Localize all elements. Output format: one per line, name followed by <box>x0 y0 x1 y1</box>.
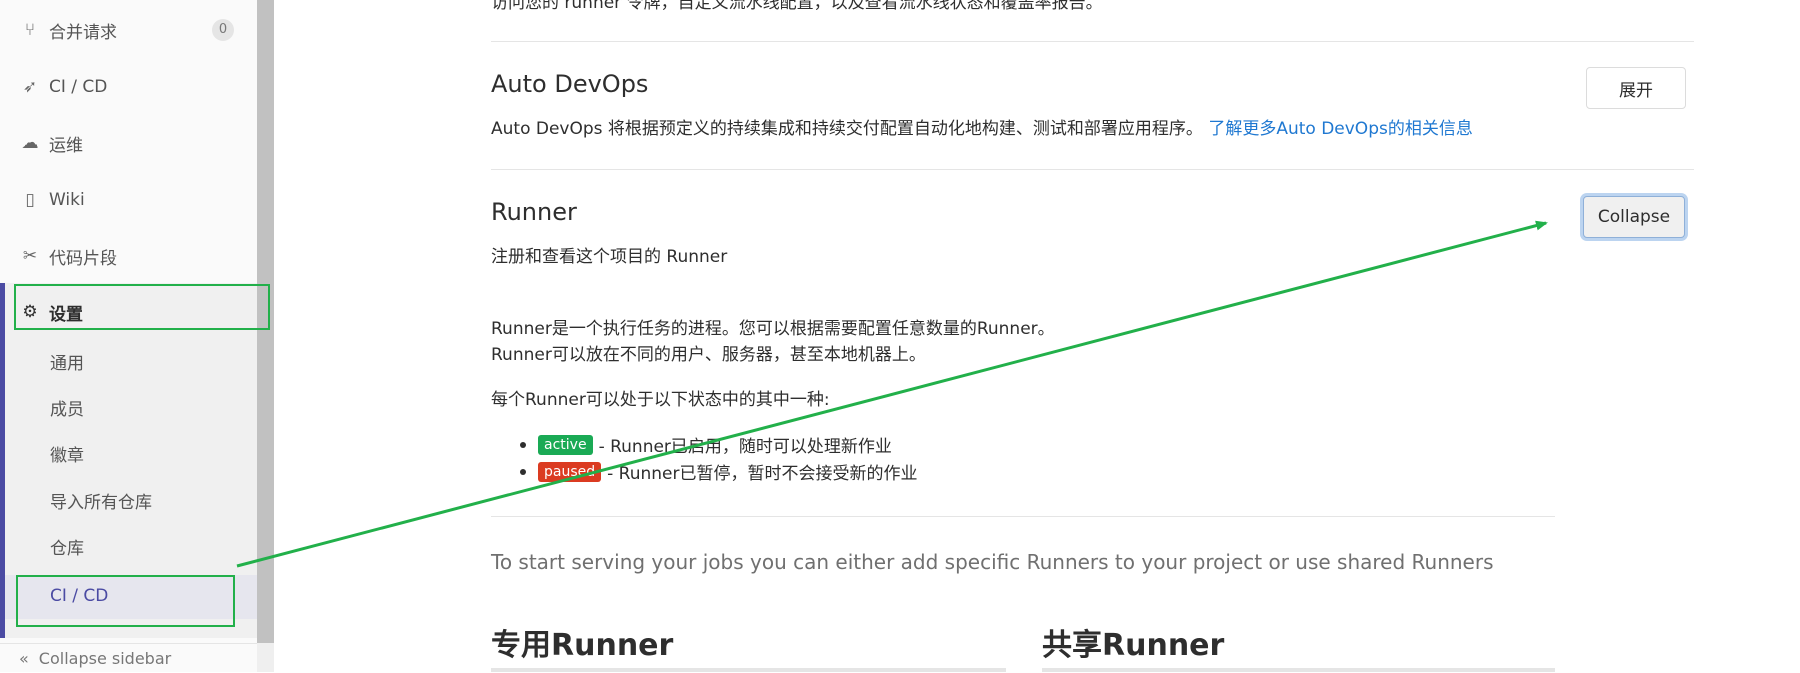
autodevops-learn-more-link[interactable]: 了解更多Auto DevOps的相关信息 <box>1208 119 1473 139</box>
status-list-item-active: active - Runner已启用，随时可以处理新作业 <box>520 432 892 457</box>
sidebar-item-label: 合并请求 <box>49 22 117 43</box>
sidebar-item-label: 设置 <box>49 304 83 325</box>
collapse-sidebar-button[interactable]: « Collapse sidebar <box>0 643 257 673</box>
count-badge: 0 <box>212 19 234 41</box>
sidebar-item-label: CI / CD <box>49 77 108 97</box>
autodevops-description: Auto DevOps 将根据预定义的持续集成和持续交付配置自动化地构建、测试和… <box>491 114 1473 139</box>
sidebar-item-operations[interactable]: ☁ 运维 <box>0 123 257 163</box>
content-divider <box>491 516 1555 517</box>
bullet <box>520 441 526 448</box>
runner-status-intro: 每个Runner可以处于以下状态中的其中一种: <box>491 390 830 410</box>
autodevops-desc-text: Auto DevOps 将根据预定义的持续集成和持续交付配置自动化地构建、测试和… <box>491 119 1203 139</box>
active-indicator <box>0 283 5 638</box>
settings-sub-cicd[interactable]: CI / CD <box>50 586 109 606</box>
sidebar-item-label: 代码片段 <box>49 248 117 269</box>
settings-sub-repository[interactable]: 仓库 <box>50 539 84 559</box>
bullet <box>520 468 526 475</box>
annotation-box-settings <box>14 284 270 330</box>
sidebar-scrollbar-track <box>257 643 274 672</box>
sidebar: ⑂ 合并请求 0 ➶ CI / CD ☁ 运维 ▯ Wiki ✂ 代码片段 ⚙ … <box>0 0 258 672</box>
shared-runners-title: 共享Runner <box>1042 628 1225 663</box>
active-pill: active <box>538 434 593 455</box>
paused-pill: paused <box>538 461 602 482</box>
merge-request-icon: ⑂ <box>24 20 36 40</box>
shared-runners-underline <box>1042 668 1555 672</box>
current-sub-item-bg <box>5 575 257 619</box>
scissors-icon: ✂ <box>22 246 38 266</box>
settings-sub-badges[interactable]: 徽章 <box>50 446 84 466</box>
runner-info-line-2: Runner可以放在不同的用户、服务器，甚至本地机器上。 <box>491 345 926 365</box>
sidebar-item-wiki[interactable]: ▯ Wiki <box>0 180 257 220</box>
sidebar-item-cicd[interactable]: ➶ CI / CD <box>0 67 257 107</box>
serving-instructions: To start serving your jobs you can eithe… <box>491 550 1494 574</box>
status-list-item-paused: paused - Runner已暂停，暂时不会接受新的作业 <box>520 459 918 484</box>
section-divider <box>491 169 1694 170</box>
settings-sub-import-repos[interactable]: 导入所有仓库 <box>50 493 152 513</box>
sidebar-item-label: 运维 <box>49 135 83 156</box>
sidebar-item-settings[interactable]: ⚙ 设置 <box>0 292 257 332</box>
runner-title: Runner <box>491 198 577 226</box>
expand-button[interactable]: 展开 <box>1586 67 1686 109</box>
sidebar-item-label: Wiki <box>49 190 85 210</box>
book-icon: ▯ <box>25 190 35 210</box>
specific-runners-underline <box>491 668 1006 672</box>
specific-runners-title: 专用Runner <box>491 628 674 663</box>
gear-icon: ⚙ <box>22 302 38 322</box>
collapse-sidebar-label: Collapse sidebar <box>38 649 172 668</box>
status-description: - Runner已启用，随时可以处理新作业 <box>598 437 892 457</box>
autodevops-title: Auto DevOps <box>491 70 649 98</box>
section-divider <box>491 41 1694 42</box>
settings-sub-members[interactable]: 成员 <box>50 400 84 420</box>
rocket-icon: ➶ <box>22 77 38 97</box>
sidebar-item-snippets[interactable]: ✂ 代码片段 <box>0 236 257 276</box>
annotation-box-cicd <box>16 575 235 627</box>
double-chevron-left-icon: « <box>19 649 29 668</box>
section-cut-description: 访问您的 runner 令牌，自定义流水线配置，以及查看流水线状态和覆盖率报告。 <box>491 0 1103 13</box>
status-description: - Runner已暂停，暂时不会接受新的作业 <box>607 464 918 484</box>
cloud-gear-icon: ☁ <box>21 133 39 153</box>
runner-description: 注册和查看这个项目的 Runner <box>491 247 728 267</box>
settings-sub-general[interactable]: 通用 <box>50 354 84 374</box>
sidebar-item-merge-requests[interactable]: ⑂ 合并请求 0 <box>0 10 257 50</box>
runner-info-line-1: Runner是一个执行任务的进程。您可以根据需要配置任意数量的Runner。 <box>491 319 1055 339</box>
collapse-button[interactable]: Collapse <box>1583 196 1685 238</box>
